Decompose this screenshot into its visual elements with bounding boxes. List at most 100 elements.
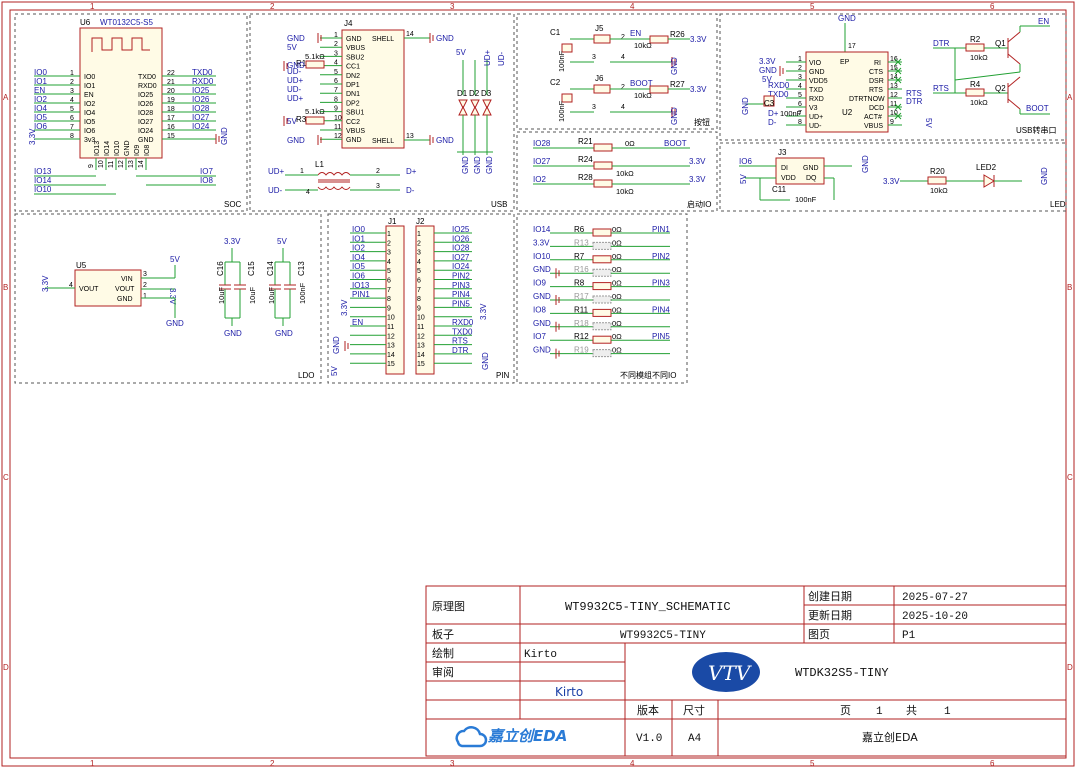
u2-ep-gnd: GND (838, 14, 856, 23)
soc-pin-en: EN (84, 92, 94, 99)
j2-net-3v3: 3.3V (479, 303, 488, 320)
no-connect-icon (894, 58, 902, 66)
led2-ref: LED2 (976, 163, 997, 172)
j2-pin-num-8: 8 (417, 296, 421, 303)
j2-net-pin2: PIN2 (452, 272, 470, 281)
r21-value: 0Ω (625, 139, 635, 148)
r8-value: 0Ω (612, 279, 622, 288)
u2-dtr-net: DTR (906, 97, 923, 106)
j1-pins: 1IO02IO13IO24IO45IO56IO67IO138PIN191011E… (330, 225, 395, 376)
j2-pin-num-4: 4 (417, 259, 421, 266)
j2-net-pin5: PIN5 (452, 299, 470, 308)
soc-pin-io6: IO6 (84, 128, 95, 135)
usb-left-net-2: GND (287, 61, 305, 70)
tb-logo: VTV (692, 652, 760, 692)
diffio-pin-6: PIN4 (652, 305, 670, 314)
soc-bnet-io10: IO10 (34, 185, 52, 194)
r27-resistor (649, 85, 669, 94)
u2-pin-rxd: RXD (809, 96, 824, 103)
r7-resistor (592, 255, 612, 264)
c14-ref: C14 (266, 261, 275, 276)
soc-right-pins: 22TXD0TXD021RXD0RXD020IO25IO2519IO26IO26… (138, 68, 229, 145)
tb-drawn-by: Kirto (524, 649, 557, 661)
diffio-left-1: 3.3V (533, 238, 550, 247)
tb-label-board: 板子 (432, 627, 454, 641)
c2-capacitor (561, 93, 573, 103)
soc-pin-num-18: 18 (167, 106, 175, 113)
tb-version: V1.0 (636, 733, 662, 745)
soc-net-r-rxd0: RXD0 (192, 77, 214, 86)
u2-right-num-7: 10 (890, 110, 898, 117)
usb-pin-num-7: 7 (334, 87, 338, 94)
soc-net-io2: IO2 (34, 95, 47, 104)
usb-pin-num-1: 1 (334, 32, 338, 39)
j1-pin-num-9: 9 (387, 305, 391, 312)
l1-pin-4: 4 (306, 189, 310, 196)
led-in-net: IO6 (739, 157, 752, 166)
j5-pin3: 3 (592, 54, 596, 61)
usb-pin-num-6: 6 (334, 78, 338, 85)
soc-pin-io28-r: IO28 (138, 110, 153, 117)
tb-page-num: 1 (876, 706, 883, 718)
tb-label-drawn: 绘制 (432, 646, 454, 660)
tb-brand-text: 嘉立创EDA (487, 727, 567, 745)
j6-pull: 3.3V (690, 85, 707, 94)
j6-net: BOOT (630, 79, 653, 88)
soc-pin-num-7: 7 (70, 124, 74, 131)
tb-total: 1 (944, 706, 951, 718)
r1-ref: R1 (296, 59, 307, 68)
j5-net: EN (630, 29, 641, 38)
j2-net-txd0: TXD0 (452, 327, 473, 336)
r13-resistor (592, 241, 612, 250)
j2-net-io26: IO26 (452, 234, 470, 243)
boot-io-block-title: 启动IO (687, 199, 711, 209)
u2-rts-net: RTS (906, 89, 922, 98)
u2-ep-num: 17 (848, 43, 856, 50)
button-block (516, 13, 718, 130)
ldo-gnd: GND (166, 319, 184, 328)
l1-right-net-2: D- (406, 186, 415, 195)
u2-pin-r-dtrtnow: DTRTNOW (849, 96, 885, 103)
d3-diode-icon (482, 99, 492, 110)
u2-pin-r-actn: ACT# (864, 114, 882, 121)
soc-bnet-io7: IO7 (200, 167, 213, 176)
j2-net-io28: IO28 (452, 244, 470, 253)
soc-bottom-num-10: 10 (98, 160, 105, 168)
column-marker-1: 1 (90, 2, 95, 11)
q2-input-net: RTS (933, 84, 949, 93)
j6-gnd (671, 107, 676, 117)
tb-page-word: 页 (840, 704, 851, 717)
soc-gnd-label: GND (220, 127, 229, 145)
u2-pin-txd: TXD (809, 87, 823, 94)
l1-pin-3: 3 (376, 183, 380, 190)
led-supply-net: 3.3V (883, 177, 900, 186)
r17-resistor (592, 295, 612, 304)
u2-pin-udp: UD+ (809, 114, 823, 121)
row-marker-C: C (3, 473, 9, 482)
tb-reviewer-signature: Kirto (555, 685, 583, 699)
u2-left-num-7: 7 (798, 110, 802, 117)
diffio-left-3: GND (533, 265, 551, 274)
u2-net-txd0: TXD0 (768, 90, 789, 99)
soc-left-pins: 1IO0IO02IO1IO13ENEN4IO2IO25IO4IO46IO5IO5… (28, 68, 95, 145)
diffio-gnd-5 (555, 295, 560, 305)
ldo-in-net: 5V (170, 255, 180, 264)
r4-resistor (965, 88, 985, 97)
u2-pin-r-dcd: DCD (869, 105, 884, 112)
tb-schematic-name: WT9932C5-TINY_SCHEMATIC (565, 600, 731, 614)
r1-gnd (283, 61, 288, 71)
usb-shell-top: SHELL (372, 36, 394, 43)
usb-left-net-1: 5V (287, 43, 297, 52)
j5-pull: 3.3V (690, 35, 707, 44)
r20-ref: R20 (930, 167, 945, 176)
row-marker-D: D (3, 663, 9, 672)
usb-pin-vbus-11: VBUS (346, 128, 365, 135)
r21-resistor (593, 143, 613, 152)
soc-pin-num-8: 8 (70, 133, 74, 140)
soc-bottom-num-12: 12 (118, 160, 125, 168)
soc-pin-num-22: 22 (167, 70, 175, 77)
pin-headers: J1 J2 1IO02IO13IO24IO45IO56IO67IO138PIN1… (330, 217, 490, 376)
